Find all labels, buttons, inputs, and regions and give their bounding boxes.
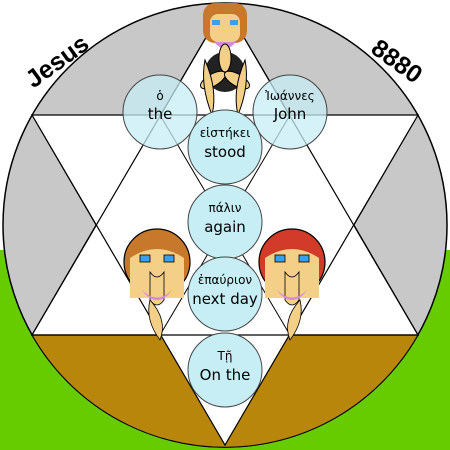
bubble-stood-english: stood (204, 143, 246, 161)
right-beard-petals (287, 299, 302, 341)
bubble-next-day-greek: ἐπαύριον (198, 273, 253, 287)
bubble-stood-greek: εἱστήκει (200, 126, 251, 140)
left-beard-petals (148, 299, 163, 341)
bubble-again: πάλιν again (187, 184, 263, 260)
bubble-the-greek: ὁ (156, 89, 163, 103)
bubble-the: ὁ the (122, 74, 198, 150)
bubble-again-greek: πάλιν (209, 201, 242, 215)
bubble-on-the: Τῇ On the (187, 332, 263, 408)
bubble-stood: εἱστήκει stood (187, 109, 263, 185)
left-face (123, 228, 191, 306)
top-face (203, 3, 247, 49)
bubble-john-greek: Ἰωάννες (265, 89, 314, 103)
bubble-john: Ἰωάννες John (252, 74, 328, 150)
bubble-next-day-english: next day (192, 290, 258, 308)
bubble-on-the-english: On the (200, 366, 251, 384)
bubble-john-english: John (273, 105, 307, 123)
bubble-again-english: again (204, 218, 246, 236)
bubble-the-english: the (148, 105, 173, 123)
trefoil-emblem (200, 43, 250, 117)
bubble-next-day: ἐπαύριον next day (187, 256, 263, 332)
right-face (258, 228, 326, 306)
bubble-on-the-greek: Τῇ (217, 349, 233, 363)
